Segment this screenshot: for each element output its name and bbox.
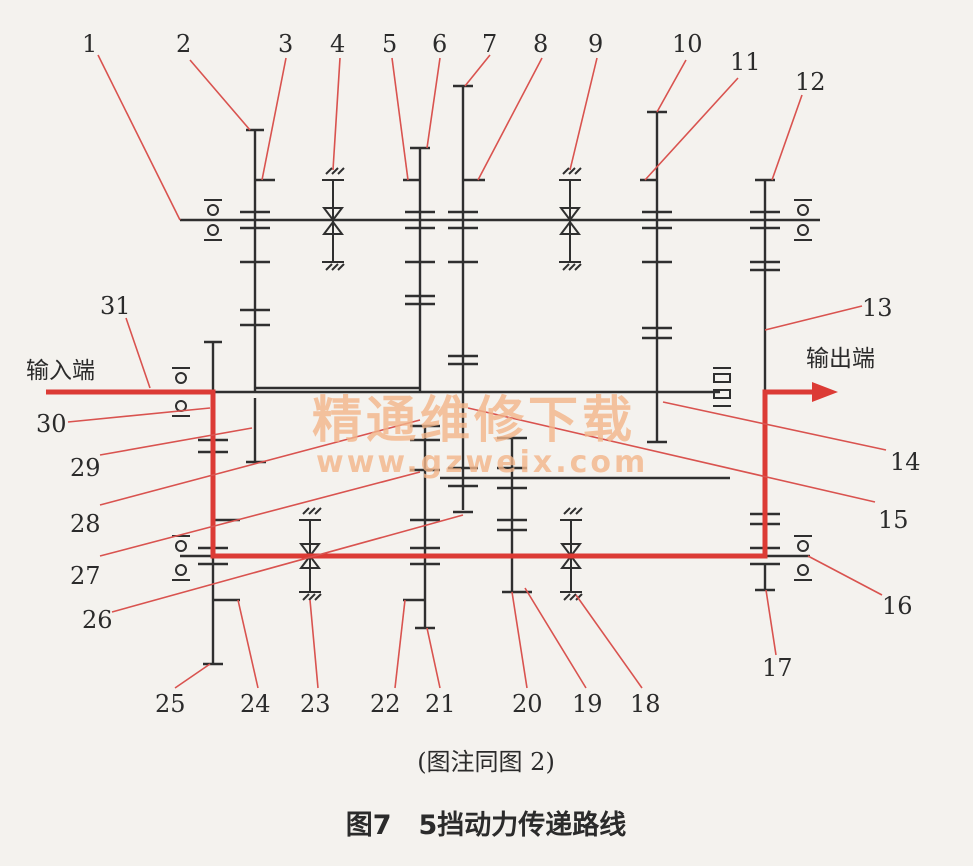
synchronizers [299,167,583,601]
gear-members [198,84,780,666]
callout-20: 20 [512,690,543,718]
callout-27: 27 [70,562,101,590]
callout-23: 23 [300,690,331,718]
callout-11: 11 [730,48,761,76]
callout-18: 18 [630,690,661,718]
callout-19: 19 [572,690,603,718]
callout-26: 26 [82,606,113,634]
callout-28: 28 [70,510,101,538]
power-flow-path [46,389,815,559]
callout-24: 24 [240,690,271,718]
callout-10: 10 [672,30,703,58]
callout-17: 17 [762,654,793,682]
leader-lines [67,54,887,689]
callout-1: 1 [82,30,97,58]
callout-21: 21 [425,690,456,718]
callout-9: 9 [588,30,603,58]
callout-13: 13 [862,294,893,322]
watermark-url: www.gzweix.com [316,445,648,480]
output-arrow [812,382,838,402]
watermark-title: 精通维修下载 [312,391,636,449]
callout-5: 5 [382,30,397,58]
diagram-caption: 图7 5挡动力传递路线 [346,809,627,841]
callout-6: 6 [432,30,447,58]
callout-4: 4 [330,30,345,58]
callout-14: 14 [890,448,921,476]
callout-2: 2 [176,30,191,58]
bearings [172,199,812,581]
callout-25: 25 [155,690,186,718]
callout-15: 15 [878,506,909,534]
callout-3: 3 [278,30,293,58]
callout-12: 12 [795,68,826,96]
callout-7: 7 [482,30,497,58]
input-label: 输入端 [26,358,95,384]
callout-numbers: 1 2 3 4 5 6 7 8 9 10 11 12 13 14 15 16 1… [36,30,921,718]
callout-30: 30 [36,410,67,438]
callout-8: 8 [533,30,548,58]
callout-22: 22 [370,690,401,718]
callout-29: 29 [70,454,101,482]
callout-16: 16 [882,592,913,620]
output-label: 输出端 [806,346,875,372]
diagram-subcaption: (图注同图 2) [417,748,555,776]
callout-31: 31 [100,292,131,320]
